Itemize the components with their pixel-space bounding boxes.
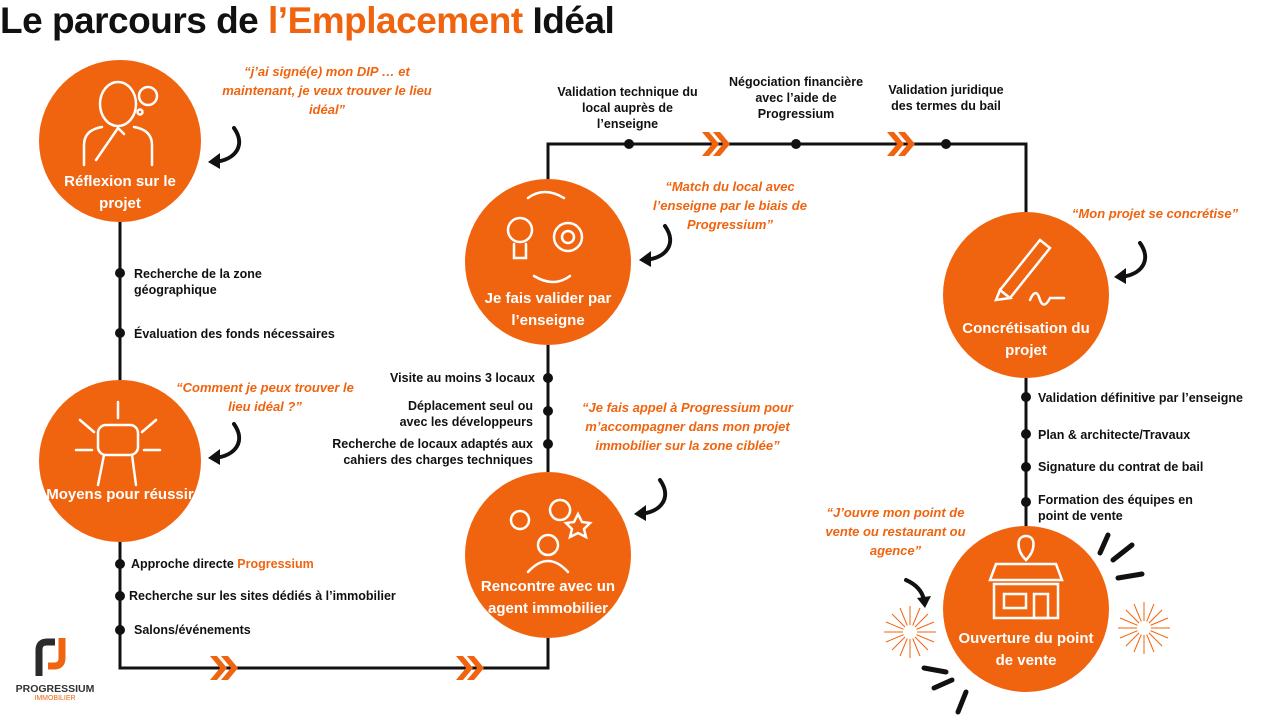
title-text: Le parcours de bbox=[0, 0, 269, 41]
step-text: Recherche de locaux adaptés aux cahiers … bbox=[332, 437, 533, 467]
step-text-prefix: Approche directe bbox=[131, 557, 238, 571]
step-text: Négociation financière avec l’aide de Pr… bbox=[728, 75, 864, 121]
step-text: Recherche sur les sites dédiés à l’immob… bbox=[129, 589, 396, 603]
step-text: Formation des équipes en point de vente bbox=[1038, 493, 1193, 523]
step-text: Recherche de la zone géographique bbox=[134, 267, 262, 297]
title-highlight: l’Emplacement bbox=[268, 0, 523, 41]
logo-sub: IMMOBILIER bbox=[34, 695, 76, 702]
storefront-icon bbox=[988, 534, 1064, 620]
agent-ideas-icon bbox=[509, 498, 593, 574]
step-text: Validation juridique des termes du bail bbox=[888, 83, 1004, 113]
burst-lines bbox=[921, 532, 1145, 715]
quote-validation: “Match du local avec l’enseigne par le b… bbox=[653, 179, 807, 232]
stage-label-reflexion: Réflexion sur le projet bbox=[64, 173, 176, 212]
chevron-arrows bbox=[210, 132, 915, 680]
stage-label-moyens: Moyens pour réussir bbox=[46, 486, 194, 503]
brand-highlight: Progressium bbox=[237, 557, 314, 571]
step-text: Salons/événements bbox=[134, 623, 251, 637]
stage-label-ouverture: Ouverture du point de vente bbox=[958, 630, 1094, 669]
step-dots bbox=[115, 139, 1031, 635]
step-text: Approche directe Progressium bbox=[131, 556, 314, 572]
firework-icons bbox=[884, 602, 1170, 658]
step-text: Validation définitive par l’enseigne bbox=[1038, 391, 1243, 405]
stage-label-validation: Je fais valider par l’enseigne bbox=[484, 290, 612, 329]
pen-signature-icon bbox=[994, 238, 1066, 306]
quote-concretisation: “Mon projet se concrétise” bbox=[1071, 206, 1239, 221]
stage-circles bbox=[39, 60, 1109, 692]
step-text: Validation technique du local auprès de … bbox=[557, 85, 698, 131]
progressium-logo: PROGRESSIUM IMMOBILIER bbox=[14, 636, 96, 702]
step-text: Plan & architecte/Travaux bbox=[1038, 428, 1191, 442]
title-text-end: Idéal bbox=[522, 0, 615, 41]
quote-reflexion: “j’ai signé(e) mon DIP … et maintenant, … bbox=[222, 64, 432, 117]
thinking-person-icon bbox=[82, 80, 159, 167]
quote-rencontre: “Je fais appel à Progressium pour m’acco… bbox=[582, 400, 793, 453]
fist-rays-icon bbox=[74, 400, 162, 487]
logo-mark-icon bbox=[35, 638, 66, 676]
logo-name: PROGRESSIUM bbox=[15, 683, 95, 695]
page-title: Le parcours de l’Emplacement Idéal bbox=[0, 0, 1280, 42]
stage-label-concretisation: Concrétisation du projet bbox=[962, 320, 1090, 359]
stage-label-rencontre: Rencontre avec un agent immobilier bbox=[480, 578, 616, 617]
step-text: Déplacement seul ou avec les développeur… bbox=[399, 399, 533, 429]
step-text: Visite au moins 3 locaux bbox=[390, 371, 535, 385]
bulb-gear-icon bbox=[506, 190, 584, 284]
quote-ouverture: “J’ouvre mon point de vente ou restauran… bbox=[825, 505, 966, 558]
quote-moyens: “Comment je peux trouver le lieu idéal ?… bbox=[176, 380, 354, 414]
step-text: Signature du contrat de bail bbox=[1038, 460, 1204, 474]
step-text: Évaluation des fonds nécessaires bbox=[134, 327, 335, 341]
